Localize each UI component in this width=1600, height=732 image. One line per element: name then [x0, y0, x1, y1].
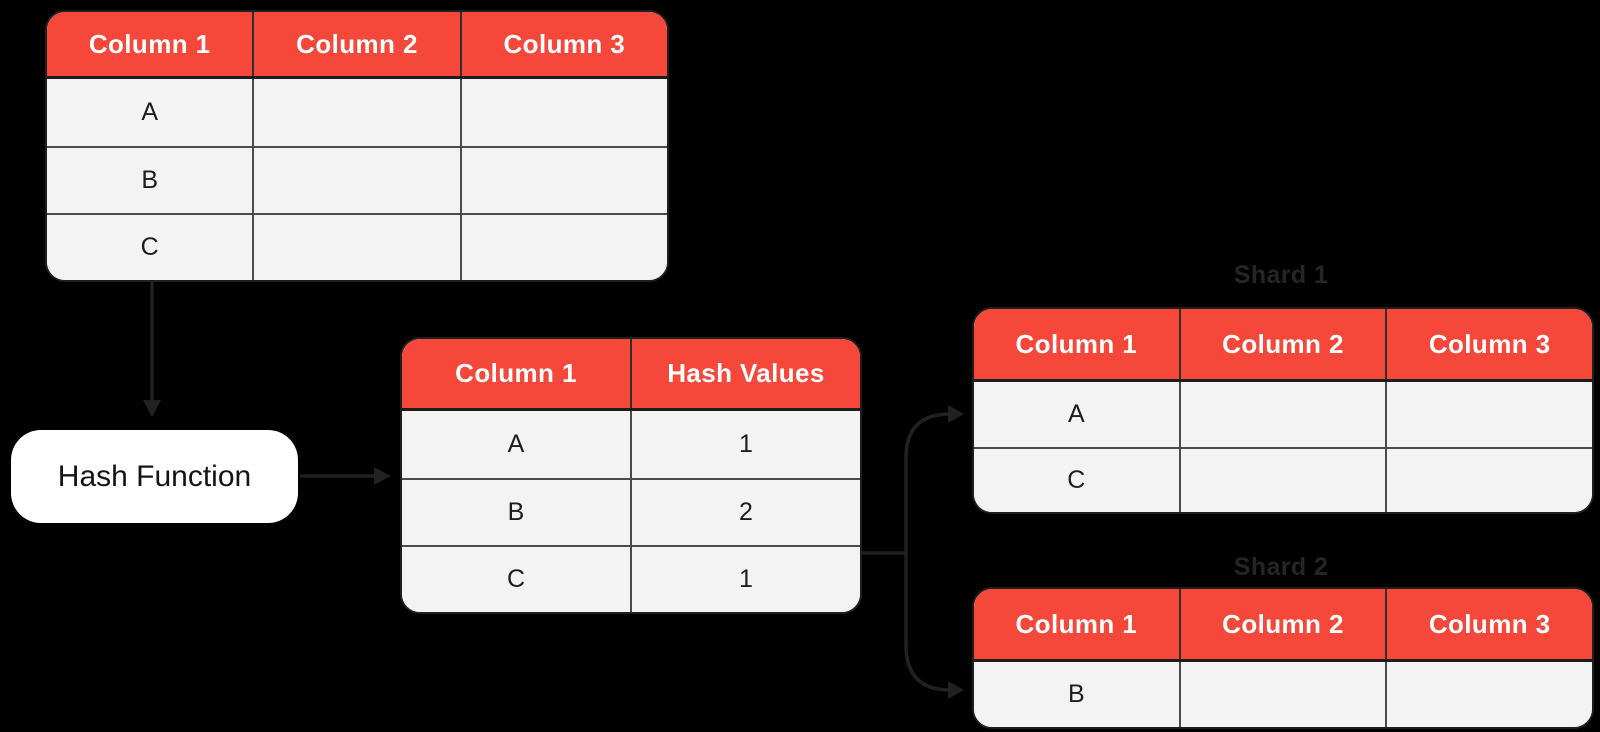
shard1-title: Shard 1 — [1233, 261, 1329, 289]
header-cell: Column 2 — [1178, 309, 1386, 379]
header-cell: Column 1 — [1015, 328, 1138, 359]
table-cell — [459, 148, 667, 213]
table-cell — [1178, 382, 1386, 447]
header-cell: Column 3 — [1385, 589, 1592, 659]
table-cell — [252, 79, 459, 146]
table-cell: 1 — [630, 547, 860, 612]
hashtable-to-shard2-arrow — [904, 553, 964, 699]
table-row: C — [974, 447, 1592, 512]
header-cell: Column 1 — [88, 28, 211, 59]
table-cell — [459, 79, 667, 146]
table-cell — [1385, 449, 1592, 512]
table-cell — [1385, 662, 1592, 727]
shard2-title: Shard 2 — [1233, 553, 1329, 581]
table-cell — [252, 215, 459, 280]
table-header-row: Column 1 Hash Values — [402, 339, 860, 411]
hash-function-label: Hash Function — [57, 459, 252, 493]
header-cell: Column 3 — [1385, 309, 1592, 379]
table-cell: C — [140, 233, 159, 261]
table-cell: 1 — [630, 411, 860, 478]
table-cell — [1178, 449, 1386, 512]
table-cell — [1178, 662, 1386, 727]
table-row: B — [47, 146, 667, 213]
header-cell: Column 2 — [1178, 589, 1386, 659]
table-row: A — [974, 382, 1592, 447]
table-cell — [252, 148, 459, 213]
table-cell: A — [141, 98, 158, 126]
table-row: A — [47, 79, 667, 146]
table-cell: A — [507, 430, 525, 458]
table-cell: C — [506, 565, 526, 593]
table-cell: 2 — [630, 480, 860, 545]
header-cell: Column 1 — [1015, 608, 1138, 639]
table-cell: B — [1067, 680, 1085, 708]
table-cell: C — [1067, 466, 1086, 494]
table-row: B — [974, 662, 1592, 727]
header-cell: Column 3 — [459, 12, 667, 76]
table-cell: B — [141, 166, 158, 194]
table-cell — [459, 215, 667, 280]
source-to-hash-arrow — [143, 280, 161, 417]
table-cell — [1385, 382, 1592, 447]
hash-function-box: Hash Function — [11, 430, 298, 523]
table-cell: B — [507, 498, 525, 526]
header-cell: Column 1 — [455, 358, 577, 388]
hashtable-to-shard1-arrow — [858, 405, 964, 555]
header-cell: Column 2 — [252, 12, 459, 76]
hash-to-hashtable-arrow — [300, 467, 391, 485]
table-row: C — [47, 213, 667, 280]
header-cell: Hash Values — [630, 339, 860, 408]
table-cell: A — [1067, 400, 1085, 428]
